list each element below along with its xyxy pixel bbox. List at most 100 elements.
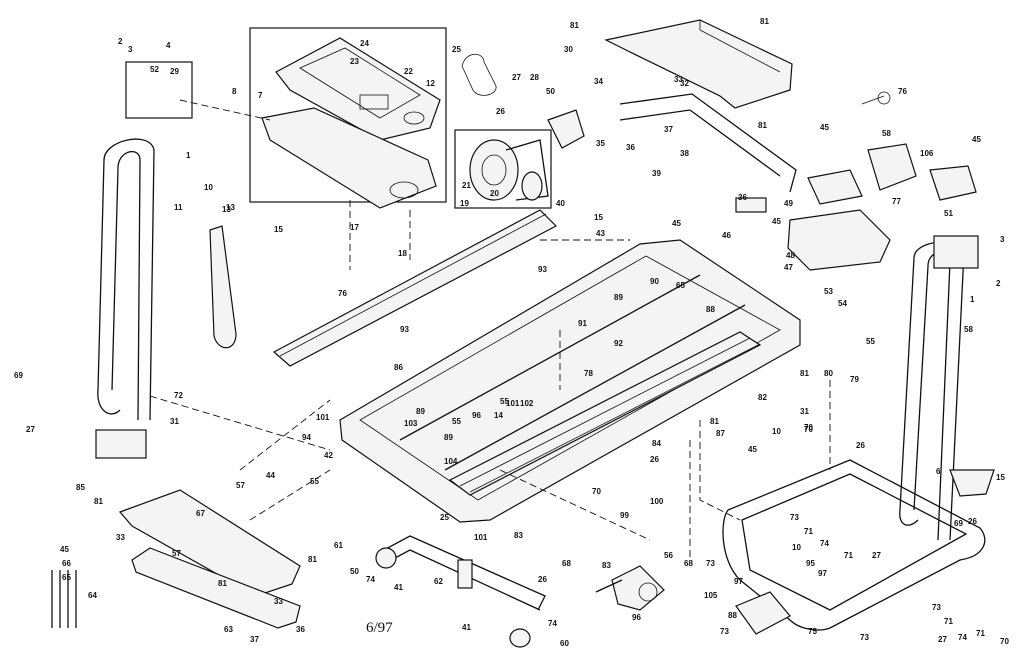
callout-label: 81 [758,121,767,130]
callout-label: 42 [324,451,333,460]
console-inset-box [249,27,447,203]
callout-label: 40 [556,199,565,208]
callout-label: 73 [860,633,869,642]
callout-label: 83 [514,531,523,540]
callout-label: 103 [404,419,418,428]
callout-label: 15 [996,473,1005,482]
callout-label: 54 [838,299,847,308]
callout-label: 73 [706,559,715,568]
callout-label: 89 [614,293,623,302]
callout-label: 87 [716,429,725,438]
callout-label: 63 [224,625,233,634]
callout-label: 50 [546,87,555,96]
callout-label: 97 [818,569,827,578]
lift-motor [595,565,665,611]
callout-label: 70 [804,425,813,434]
drive-belt [461,53,497,96]
callout-label: 76 [338,289,347,298]
callout-label: 37 [250,635,259,644]
foot-rail-cover [209,225,237,349]
callout-label: 52 [150,65,159,74]
callout-label: 95 [806,559,815,568]
callout-label: 45 [772,217,781,226]
rear-stabilizer [118,489,301,629]
callout-label: 38 [680,149,689,158]
callout-label: 70 [804,423,813,432]
callout-label: 21 [462,181,471,190]
callout-label: 36 [738,193,747,202]
callout-label: 102 [520,399,534,408]
callout-label: 7 [258,91,263,100]
callout-label: 25 [440,513,449,522]
callout-label: 6 [936,467,941,476]
callout-label: 61 [334,541,343,550]
callout-label: 19 [460,199,469,208]
callout-label: 65 [676,281,685,290]
callout-label: 81 [760,17,769,26]
callout-label: 25 [452,45,461,54]
callout-label: 69 [954,519,963,528]
callout-label: 92 [614,339,623,348]
callout-label: 74 [366,575,375,584]
callout-label: 1 [970,295,975,304]
callout-label: 22 [404,67,413,76]
callout-label: 26 [650,455,659,464]
callout-label: 31 [800,407,809,416]
callout-label: 39 [652,169,661,178]
callout-label: 50 [350,567,359,576]
callout-label: 13 [222,205,231,214]
callout-label: 55 [452,417,461,426]
callout-label: 27 [938,635,947,644]
callout-label: 36 [296,625,305,634]
callout-label: 71 [976,629,985,638]
callout-label: 74 [958,633,967,642]
callout-label: 88 [728,611,737,620]
callout-label: 33 [674,75,683,84]
callout-label: 26 [856,441,865,450]
callout-label: 29 [170,67,179,76]
callout-label: 77 [892,197,901,206]
callout-label: 2 [118,37,123,46]
callout-label: 17 [350,223,359,232]
callout-label: 30 [564,45,573,54]
callout-label: 81 [218,579,227,588]
callout-labels: 2 3 4 52 29 1 11 10 13 15 8 7 24 23 22 1… [14,17,1009,648]
callout-label: 51 [944,209,953,218]
endcap-inset-box [125,61,193,119]
bolt-set [51,570,77,628]
callout-label: 43 [596,229,605,238]
callout-label: 94 [302,433,311,442]
callout-label: 96 [472,411,481,420]
callout-label: 33 [116,533,125,542]
callout-label: 31 [170,417,179,426]
callout-label: 3 [128,45,133,54]
leveler-foot [735,591,791,635]
callout-label: 12 [426,79,435,88]
callout-label: 3 [1000,235,1005,244]
callout-label: 57 [172,549,181,558]
callout-label: 104 [444,457,458,466]
lift-frame [375,535,546,648]
callout-label: 67 [196,509,205,518]
callout-label: 70 [1000,637,1009,646]
callout-label: 73 [790,513,799,522]
callout-label: 58 [964,325,973,334]
running-belt [448,331,762,496]
callout-label: 15 [274,225,283,234]
callout-label: 93 [538,265,547,274]
callout-label: 105 [704,591,718,600]
callout-label: 11 [174,203,183,212]
callout-label: 45 [820,123,829,132]
callout-label: 10 [772,427,781,436]
callout-label: 69 [14,371,23,380]
callout-label: 89 [444,433,453,442]
callout-label: 64 [88,591,97,600]
callout-label: 27 [872,551,881,560]
left-upright [95,138,155,459]
callout-label: 74 [820,539,829,548]
console-base [261,107,437,209]
callout-label: 45 [60,545,69,554]
callout-label: 79 [850,375,859,384]
right-upright [899,235,979,541]
right-endcap [949,469,995,497]
